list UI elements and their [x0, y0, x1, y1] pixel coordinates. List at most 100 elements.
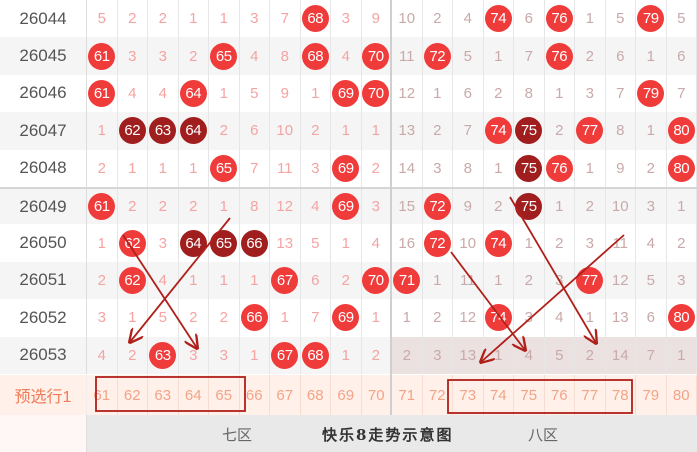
zone8-label: 八区 [528, 427, 559, 444]
miss-count: 7 [453, 112, 484, 150]
miss-count: 3 [575, 74, 606, 113]
hit-number-ball: 69 [332, 79, 360, 107]
miss-count: 4 [545, 299, 575, 337]
miss-count: 1 [209, 261, 240, 300]
miss-count: 1 [636, 37, 667, 75]
miss-count: 5 [301, 224, 331, 262]
miss-count: 1 [209, 0, 240, 38]
miss-count: 3 [514, 299, 545, 337]
preselect-number[interactable]: 62 [118, 375, 148, 415]
preselect-number[interactable]: 78 [606, 375, 636, 415]
preselect-number[interactable]: 70 [362, 375, 392, 415]
preselect-number[interactable]: 75 [514, 375, 545, 415]
miss-count: 1 [331, 112, 362, 150]
miss-count: 4 [453, 0, 484, 38]
miss-count: 2 [484, 74, 514, 113]
miss-count: 1 [301, 74, 331, 113]
miss-count: 2 [392, 336, 423, 374]
miss-count: 10 [270, 112, 301, 150]
miss-count: 1 [423, 74, 453, 113]
preselect-number[interactable]: 71 [392, 375, 423, 415]
number-cell: 76 [545, 37, 575, 75]
miss-count: 8 [514, 74, 545, 113]
miss-count: 13 [392, 112, 423, 150]
miss-count: 5 [87, 0, 118, 38]
miss-count: 5 [453, 37, 484, 75]
miss-count: 8 [270, 37, 301, 75]
period-label: 26045 [0, 37, 87, 75]
number-cell: 72 [423, 37, 453, 75]
miss-count: 4 [148, 261, 179, 300]
preselect-number[interactable]: 74 [484, 375, 514, 415]
hit-number-ball: 69 [332, 193, 360, 221]
preselect-number[interactable]: 65 [209, 375, 240, 415]
preselect-number[interactable]: 72 [423, 375, 453, 415]
miss-count: 3 [148, 37, 179, 75]
hit-number-ball: 70 [362, 79, 390, 107]
preselect-number[interactable]: 80 [667, 375, 697, 415]
preselect-number[interactable]: 66 [240, 375, 270, 415]
miss-count: 3 [179, 336, 209, 374]
miss-count: 13 [606, 299, 636, 337]
number-cell: 72 [423, 224, 453, 262]
preselect-number[interactable]: 79 [636, 375, 667, 415]
preselect-number[interactable]: 61 [87, 375, 118, 415]
preselect-number[interactable]: 69 [331, 375, 362, 415]
hit-number-ball: 66 [240, 304, 268, 332]
miss-count: 2 [362, 336, 392, 374]
miss-count: 2 [575, 189, 606, 225]
miss-count: 5 [667, 0, 697, 38]
miss-count: 10 [453, 224, 484, 262]
number-cell: 65 [209, 37, 240, 75]
hit-number-ball: 65 [210, 42, 238, 70]
preselect-number[interactable]: 63 [148, 375, 179, 415]
hit-number-ball: 76 [545, 42, 573, 70]
hit-number-ball: 68 [301, 341, 329, 369]
hit-number-ball: 77 [576, 117, 604, 145]
miss-count: 1 [209, 189, 240, 225]
miss-count: 7 [606, 74, 636, 113]
miss-count: 8 [606, 112, 636, 150]
miss-count: 1 [331, 336, 362, 374]
miss-count: 2 [87, 261, 118, 300]
miss-count: 1 [666, 336, 697, 374]
footer-left-blank [0, 415, 87, 452]
number-cell: 68 [301, 336, 331, 374]
hit-number-ball: 76 [545, 154, 573, 182]
miss-count: 3 [545, 261, 575, 300]
miss-count: 3 [422, 336, 453, 374]
period-label: 26052 [0, 299, 87, 337]
miss-count: 4 [148, 74, 179, 113]
miss-count: 7 [514, 37, 545, 75]
miss-count: 2 [148, 0, 179, 38]
preselect-number[interactable]: 68 [301, 375, 331, 415]
hit-number-ball: 61 [88, 79, 116, 107]
miss-count: 3 [209, 336, 240, 374]
miss-count: 7 [301, 299, 331, 337]
period-label: 26049 [0, 189, 87, 225]
preselect-label: 预选行1 [0, 375, 87, 415]
hit-number-ball: 77 [576, 266, 604, 294]
period-label: 26048 [0, 149, 87, 187]
miss-count: 4 [636, 224, 667, 262]
miss-count: 2 [362, 149, 392, 187]
miss-count: 3 [240, 0, 270, 38]
miss-count: 15 [392, 189, 423, 225]
hit-number-ball: 72 [423, 229, 451, 257]
preselect-number[interactable]: 67 [270, 375, 301, 415]
miss-count: 12 [392, 74, 423, 113]
preselect-number[interactable]: 76 [545, 375, 575, 415]
miss-count: 3 [301, 149, 331, 187]
hit-number-ball: 68 [301, 5, 329, 33]
miss-count: 1 [575, 0, 606, 38]
number-cell: 79 [636, 74, 667, 113]
preselect-number[interactable]: 77 [575, 375, 606, 415]
number-cell: 80 [667, 299, 697, 337]
preselect-number[interactable]: 73 [453, 375, 484, 415]
number-cell: 70 [362, 261, 392, 300]
miss-count: 1 [483, 336, 514, 374]
preselect-number[interactable]: 64 [179, 375, 209, 415]
repeat-number-ball: 75 [515, 193, 543, 221]
